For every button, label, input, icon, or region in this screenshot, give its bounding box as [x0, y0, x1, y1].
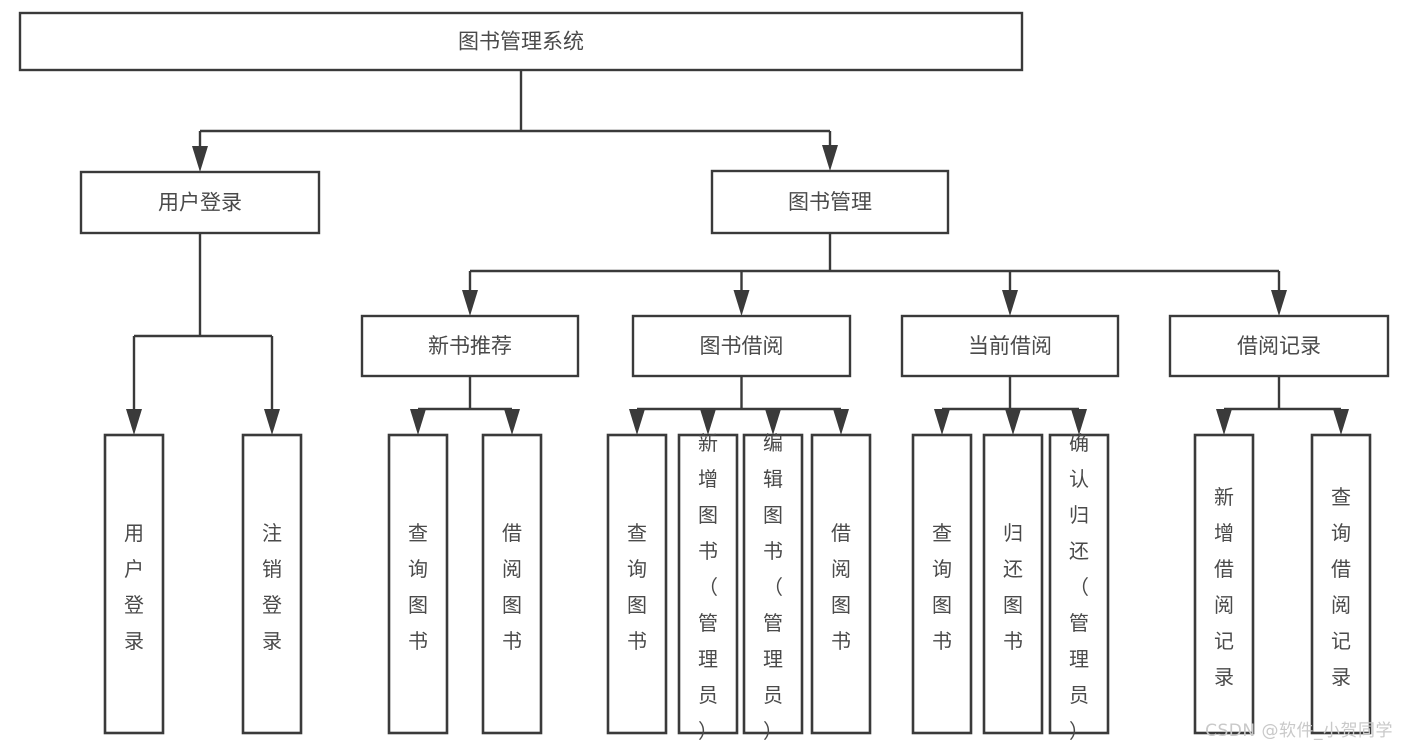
node-box[interactable]: [1048, 433, 1110, 735]
node-label: 图书管理: [788, 190, 872, 214]
node-leaf-borrow-book-2[interactable]: 借阅图书: [810, 433, 872, 735]
arrow-head-icon: [765, 409, 781, 435]
arrow-head-icon: [1071, 409, 1087, 435]
node-box[interactable]: [103, 433, 165, 735]
node-label: 借阅图书: [831, 521, 851, 653]
node-box[interactable]: [481, 433, 543, 735]
arrow-head-icon: [126, 409, 142, 435]
arrow-head-icon: [1271, 290, 1287, 316]
arrow-head-icon: [833, 409, 849, 435]
edge-group-book-borrow: [629, 376, 849, 435]
arrow-head-icon: [462, 290, 478, 316]
node-label: 新增借阅记录: [1214, 485, 1234, 689]
node-label: 用户登录: [158, 191, 242, 215]
node-box[interactable]: [742, 433, 804, 735]
node-box[interactable]: [1193, 433, 1255, 735]
arrow-head-icon: [410, 409, 426, 435]
node-box[interactable]: [360, 314, 580, 378]
edge-group-new-book-rec: [410, 376, 520, 435]
node-box[interactable]: [900, 314, 1120, 378]
node-current-borrow[interactable]: 当前借阅: [900, 314, 1120, 378]
node-label: 新书推荐: [428, 334, 512, 358]
node-label: 图书管理系统: [458, 30, 584, 54]
node-leaf-return-book[interactable]: 归还图书: [982, 433, 1044, 735]
arrow-head-icon: [629, 409, 645, 435]
node-new-book-rec[interactable]: 新书推荐: [360, 314, 580, 378]
arrow-head-icon: [733, 290, 750, 316]
node-borrow-record[interactable]: 借阅记录: [1168, 314, 1390, 378]
node-box[interactable]: [18, 11, 1024, 72]
node-label: 用户登录: [124, 521, 144, 653]
arrow-head-icon: [264, 409, 280, 435]
node-label: 查询图书: [932, 521, 952, 653]
node-label: 查询借阅记录: [1331, 485, 1351, 689]
node-book-manage[interactable]: 图书管理: [710, 169, 950, 235]
node-box[interactable]: [1310, 433, 1372, 735]
node-leaf-add-book[interactable]: 新增图书（管理员）: [677, 431, 739, 743]
arrow-head-icon: [822, 145, 838, 171]
node-label: 图书借阅: [700, 334, 784, 358]
node-label: 编辑图书（管理员）: [763, 431, 783, 743]
node-leaf-query-book-2[interactable]: 查询图书: [606, 433, 668, 735]
arrow-head-icon: [1333, 409, 1349, 435]
node-leaf-user-login[interactable]: 用户登录: [103, 433, 165, 735]
node-box[interactable]: [1168, 314, 1390, 378]
edge-group-borrow-record: [1216, 376, 1349, 435]
arrow-head-icon: [1216, 409, 1232, 435]
node-user-login[interactable]: 用户登录: [79, 170, 321, 235]
edge-group-user-login: [126, 233, 280, 435]
node-label: 当前借阅: [968, 334, 1052, 358]
node-box[interactable]: [982, 433, 1044, 735]
arrow-head-icon: [934, 409, 950, 435]
node-label: 借阅记录: [1237, 334, 1321, 358]
node-leaf-add-record[interactable]: 新增借阅记录: [1193, 433, 1255, 735]
node-box[interactable]: [911, 433, 973, 735]
arrow-head-icon: [1002, 290, 1018, 316]
node-label: 新增图书（管理员）: [698, 431, 718, 743]
node-box[interactable]: [710, 169, 950, 235]
node-box[interactable]: [631, 314, 852, 378]
arrow-head-icon: [1005, 409, 1021, 435]
node-box[interactable]: [810, 433, 872, 735]
node-box[interactable]: [677, 433, 739, 735]
node-leaf-borrow-book-1[interactable]: 借阅图书: [481, 433, 543, 735]
node-label: 查询图书: [627, 521, 647, 653]
node-label: 注销登录: [262, 521, 282, 653]
node-box[interactable]: [241, 433, 303, 735]
node-root[interactable]: 图书管理系统: [18, 11, 1024, 72]
node-leaf-query-book-3[interactable]: 查询图书: [911, 433, 973, 735]
node-leaf-query-record[interactable]: 查询借阅记录: [1310, 433, 1372, 735]
edge-group-root: [192, 70, 838, 172]
edge-group-book-manage: [462, 233, 1287, 316]
node-label: 查询图书: [408, 521, 428, 653]
node-layer: 图书管理系统用户登录图书管理新书推荐图书借阅当前借阅借阅记录用户登录注销登录查询…: [18, 11, 1390, 743]
node-box[interactable]: [79, 170, 321, 235]
node-box[interactable]: [606, 433, 668, 735]
node-label: 确认归还（管理员）: [1069, 431, 1089, 743]
node-leaf-confirm-return[interactable]: 确认归还（管理员）: [1048, 431, 1110, 743]
node-leaf-logout[interactable]: 注销登录: [241, 433, 303, 735]
node-box[interactable]: [387, 433, 449, 735]
node-label: 借阅图书: [502, 521, 522, 653]
arrow-head-icon: [192, 146, 208, 172]
arrow-head-icon: [700, 409, 716, 435]
node-leaf-edit-book[interactable]: 编辑图书（管理员）: [742, 431, 804, 743]
arrow-head-icon: [504, 409, 520, 435]
node-leaf-query-book-1[interactable]: 查询图书: [387, 433, 449, 735]
node-label: 归还图书: [1003, 521, 1023, 653]
edge-group-current-borrow: [934, 376, 1087, 435]
node-book-borrow[interactable]: 图书借阅: [631, 314, 852, 378]
edge-layer: [126, 70, 1349, 435]
